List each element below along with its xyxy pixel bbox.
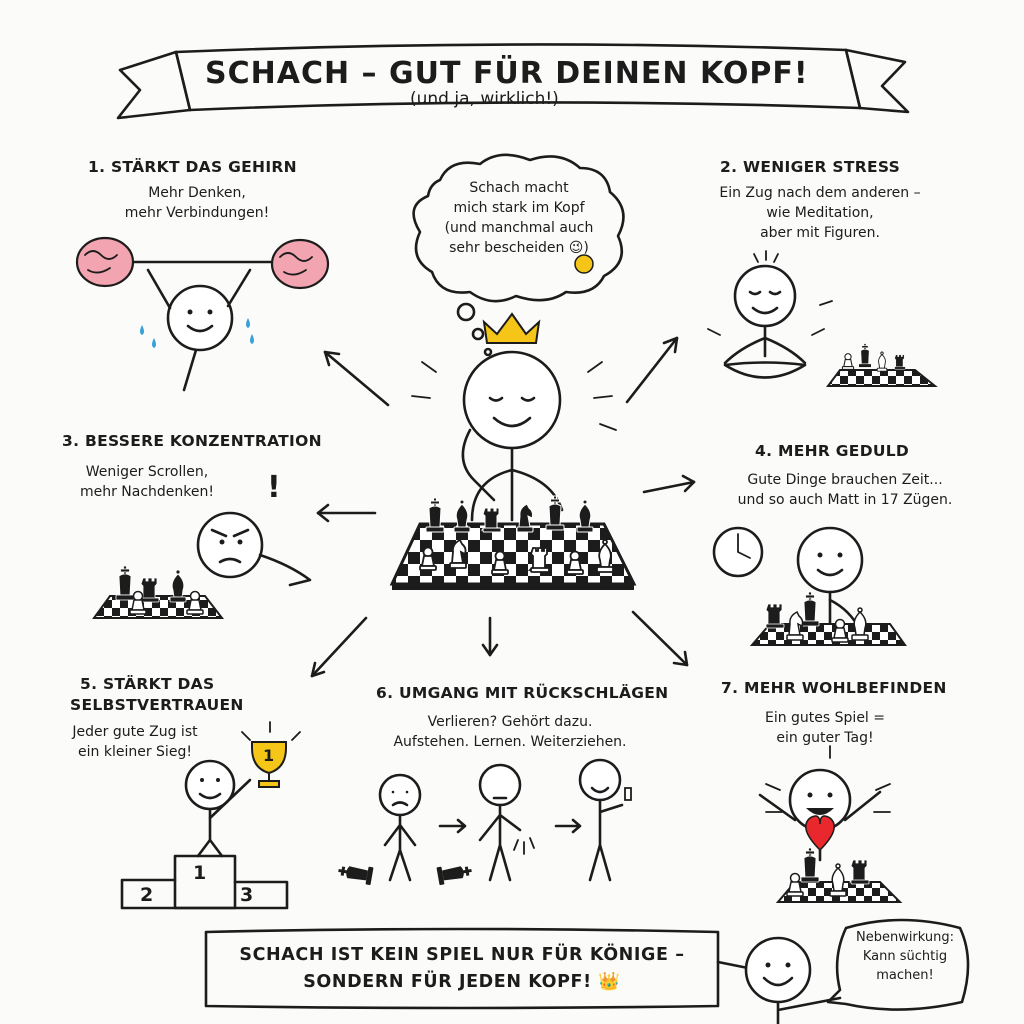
central-chessboard (389, 495, 637, 590)
patience-figure (712, 526, 907, 646)
section-1-text: Mehr Denken,mehr Verbindungen! (124, 185, 270, 221)
meditating-figure (707, 250, 938, 387)
section-7-heading: 7. MEHR WOHLBEFINDEN (721, 679, 947, 697)
setback-sequence (336, 758, 632, 886)
title-ribbon (116, 43, 910, 120)
section-2-heading: 2. WENIGER STRESS (720, 158, 901, 176)
section-4-heading: 4. MEHR GEDULD (755, 442, 910, 460)
arrows (310, 336, 696, 678)
page-title: SCHACH – GUT FÜR DEINEN KOPF! (205, 56, 809, 91)
thought-bubble-shape (412, 153, 625, 357)
bottom-banner-text: SCHACH IST KEIN SPIEL NUR FÜR KÖNIGE –SO… (239, 945, 685, 992)
trophy-number: 1 (263, 746, 275, 765)
section-3-text: Weniger Scrollen,mehr Nachdenken! (79, 464, 215, 500)
podium-second: 2 (140, 884, 154, 906)
section-5-heading: 5. STÄRKT DAS SELBSTVERTRAUEN (70, 675, 244, 714)
section-6-heading: 6. UMGANG MIT RÜCKSCHLÄGEN (376, 684, 669, 702)
bottom-banner-box (204, 927, 720, 1010)
podium-first: 1 (193, 862, 207, 884)
section-6-text: Verlieren? Gehört dazu.Aufstehen. Lernen… (393, 714, 627, 750)
section-2-text: Ein Zug nach dem anderen –wie Meditation… (719, 185, 921, 241)
page-subtitle: (und ja, wirklich!) (410, 89, 559, 109)
central-thinker (461, 350, 564, 522)
exclamation-mark: ! (267, 470, 281, 505)
section-7-text: Ein gutes Spiel =ein guter Tag! (764, 710, 885, 746)
bottom-figure (744, 936, 842, 1024)
section-3-heading: 3. BESSERE KONZENTRATION (62, 432, 322, 450)
wellbeing-figure (758, 745, 903, 903)
podium-third: 3 (240, 884, 254, 906)
speech-bubble-shape (826, 918, 970, 1011)
brain-lifter (75, 236, 330, 392)
section-4-text: Gute Dinge brauchen Zeit...und so auch M… (737, 472, 953, 508)
concentrating-figure (92, 511, 312, 619)
section-1-heading: 1. STÄRKT DAS GEHIRN (88, 158, 297, 176)
crown-icon (482, 312, 541, 344)
podium-figure (120, 721, 301, 910)
